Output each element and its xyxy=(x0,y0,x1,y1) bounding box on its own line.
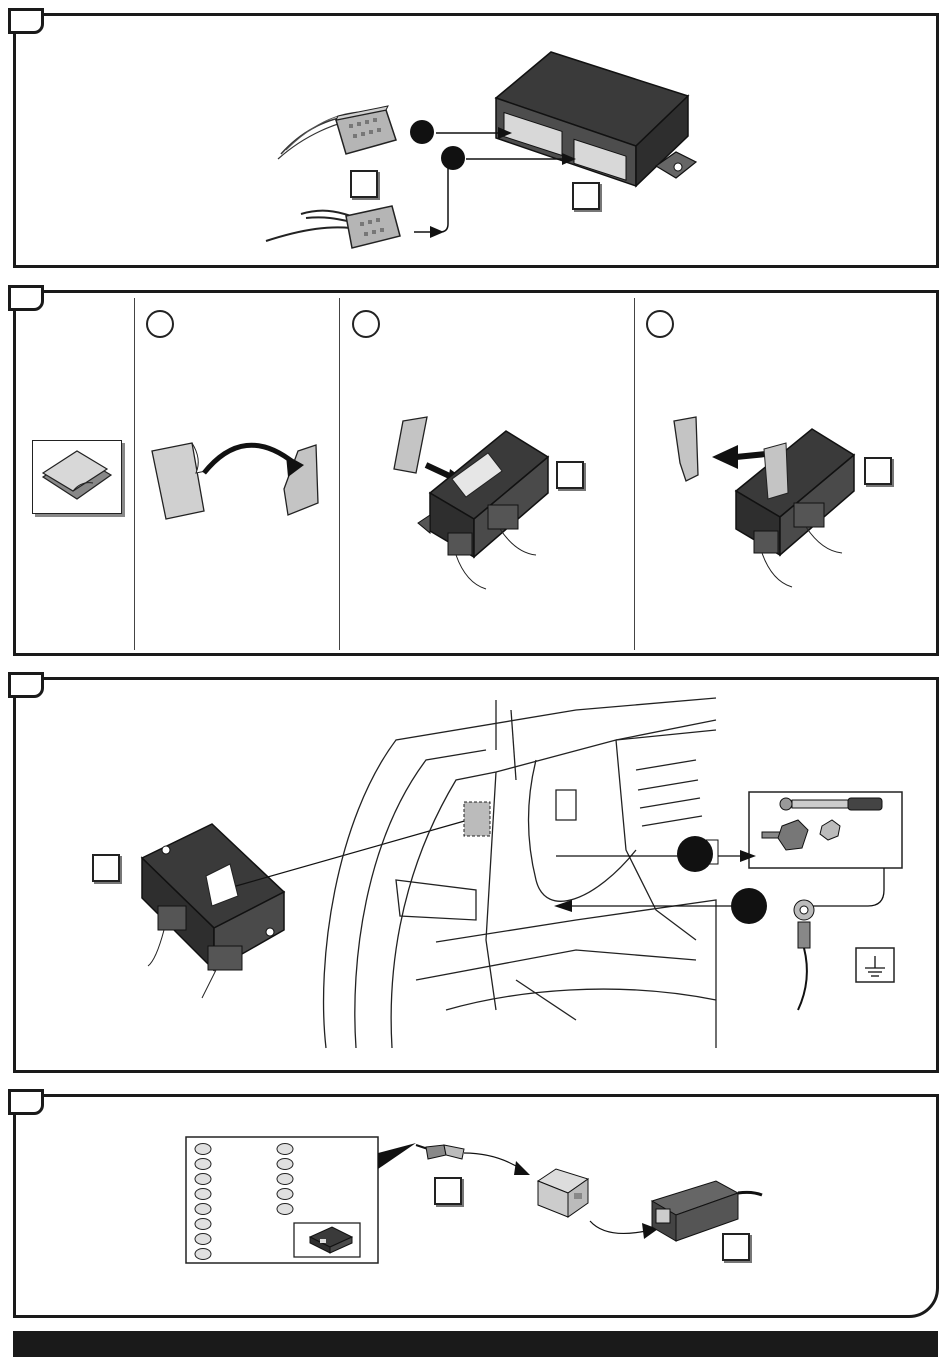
ratchet-wrench-icon xyxy=(780,798,882,810)
callout-dot-1 xyxy=(677,836,713,872)
step-3-tab xyxy=(8,672,44,698)
pin-table xyxy=(186,1137,378,1263)
callout-dot-1 xyxy=(410,120,434,144)
blade-connector-icon xyxy=(416,1145,464,1159)
step-1-tab xyxy=(8,8,44,34)
callout-dot-2 xyxy=(441,146,465,170)
step-2-panel xyxy=(13,290,939,656)
step-4-illustration xyxy=(16,1097,942,1321)
step-3-illustration xyxy=(16,680,942,1076)
ref-label-box xyxy=(572,182,600,210)
plug-housing-icon xyxy=(538,1169,588,1217)
step-1-illustration xyxy=(16,16,942,271)
vehicle-trunk-icon xyxy=(324,698,716,1048)
socket-housing-icon xyxy=(652,1181,762,1241)
ref-label-box xyxy=(92,854,120,882)
tools-box xyxy=(749,792,902,868)
ref-label-box xyxy=(864,457,892,485)
ref-label-box xyxy=(434,1177,462,1205)
callout-dot-2 xyxy=(731,888,767,924)
step-2-illustration xyxy=(16,293,942,659)
control-module-icon xyxy=(142,824,284,998)
control-module-icon xyxy=(496,52,696,186)
step-2-tab xyxy=(8,285,44,311)
double-sided-tape-icon xyxy=(152,443,318,519)
wire-connector-icon xyxy=(266,206,400,248)
ground-symbol-icon xyxy=(856,948,894,982)
step-4-panel xyxy=(13,1094,939,1318)
ground-terminal-icon xyxy=(794,900,814,1010)
wire-connector-icon xyxy=(278,106,396,159)
ref-label-box xyxy=(350,170,378,198)
step-1-panel xyxy=(13,13,939,268)
ref-label-box xyxy=(556,461,584,489)
footer-bar xyxy=(13,1331,938,1357)
step-4-tab xyxy=(8,1089,44,1115)
ref-label-box xyxy=(722,1233,750,1261)
step-3-panel xyxy=(13,677,939,1073)
control-module-icon xyxy=(418,431,548,589)
